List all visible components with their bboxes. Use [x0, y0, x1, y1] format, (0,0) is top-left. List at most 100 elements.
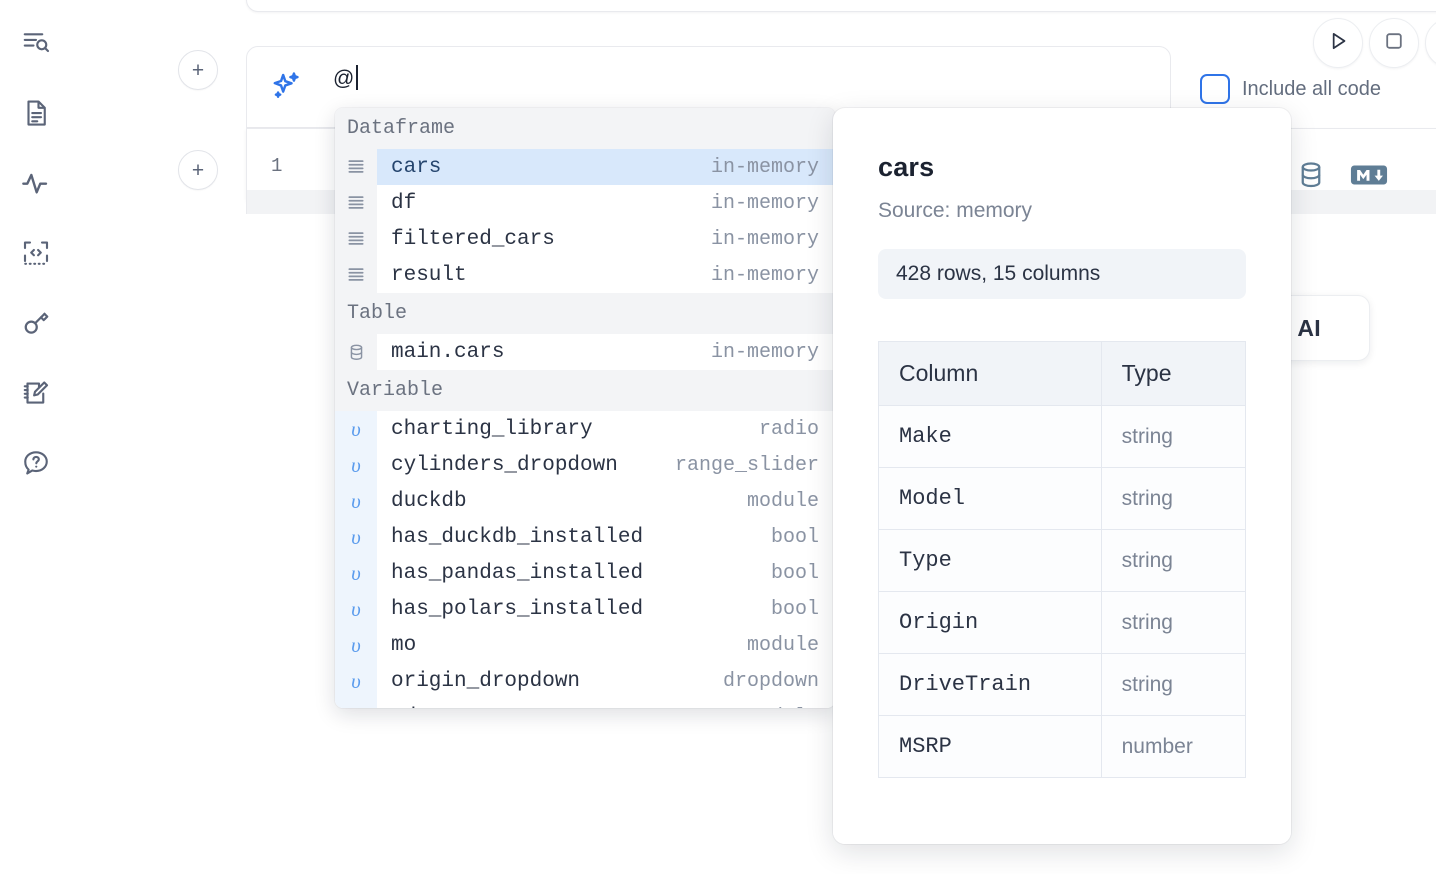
sidebar-item-variables[interactable] — [13, 298, 59, 348]
variable-icon: υ — [335, 519, 377, 555]
sidebar-item-help[interactable] — [13, 438, 59, 488]
autocomplete-item-name: df — [391, 191, 417, 215]
dataframe-info-panel: cars Source: memory 428 rows, 15 columns… — [833, 108, 1291, 844]
plus-icon: + — [191, 158, 205, 182]
autocomplete-item-body: origin_dropdown dropdown — [377, 663, 835, 699]
ai-prompt-input[interactable]: @ — [333, 65, 1156, 109]
include-all-code-toggle[interactable]: Include all code — [1200, 74, 1381, 104]
previous-cell — [246, 0, 1436, 12]
autocomplete-item[interactable]: filtered_cars in-memory — [335, 221, 835, 257]
autocomplete-item-body: filtered_cars in-memory — [377, 221, 835, 257]
more-actions-button[interactable] — [1425, 18, 1436, 68]
schema-column-header: Type — [1100, 341, 1247, 406]
add-cell-button-top[interactable]: + — [178, 50, 218, 90]
variable-icon: υ — [335, 555, 377, 591]
schema-column-type: string — [1100, 467, 1247, 530]
variable-icon: υ — [335, 627, 377, 663]
autocomplete-item-name: has_polars_installed — [391, 597, 644, 621]
autocomplete-item-kind: dropdown — [722, 669, 819, 693]
info-source: Source: memory — [878, 199, 1033, 222]
autocomplete-item-kind: module — [747, 706, 819, 709]
autocomplete-item-kind: in-memory — [710, 227, 819, 251]
autocomplete-item-name: result — [391, 263, 467, 287]
ai-prompt-value: @ — [333, 67, 355, 90]
variable-icon: υ — [335, 483, 377, 519]
code-snippet-icon — [21, 238, 51, 268]
text-caret — [355, 65, 358, 90]
autocomplete-item-name: pd — [391, 706, 416, 709]
variable-icon: υ — [335, 663, 377, 699]
variable-icon: υ — [335, 699, 377, 708]
sidebar-item-snippets[interactable] — [13, 228, 59, 278]
schema-column-type: number — [1100, 715, 1247, 778]
activity-pulse-icon — [20, 167, 52, 199]
autocomplete-item-kind: in-memory — [710, 263, 819, 287]
info-title: cars — [878, 152, 935, 182]
autocomplete-item[interactable]: υ origin_dropdown dropdown — [335, 663, 835, 699]
sidebar-item-file[interactable] — [13, 88, 59, 138]
autocomplete-group-header: Variable — [335, 370, 835, 411]
schema-column-name: MSRP — [878, 715, 1102, 778]
schema-column-type: string — [1100, 405, 1247, 468]
sidebar-item-activity[interactable] — [13, 158, 59, 208]
stop-button[interactable] — [1369, 18, 1419, 68]
autocomplete-item-kind: module — [746, 489, 819, 513]
dataframe-lines-icon — [335, 257, 377, 293]
autocomplete-item-kind: bool — [770, 525, 819, 549]
variable-icon: υ — [335, 591, 377, 627]
markdown-icon[interactable] — [1350, 162, 1388, 193]
schema-column-type: string — [1100, 653, 1247, 716]
autocomplete-item-body: pd module — [377, 699, 835, 709]
schema-column-name: Type — [878, 529, 1102, 592]
add-cell-button-bottom[interactable]: + — [178, 150, 218, 190]
schema-column-header: Column — [878, 341, 1102, 406]
scratchpad-edit-icon — [21, 378, 51, 408]
include-all-code-checkbox[interactable] — [1200, 74, 1230, 104]
autocomplete-item-body: result in-memory — [377, 257, 835, 293]
variables-key-icon — [21, 308, 51, 338]
sidebar-item-outline-search[interactable] — [13, 18, 59, 68]
autocomplete-item-name: cars — [391, 155, 442, 179]
database-icon[interactable] — [1296, 160, 1326, 195]
autocomplete-item-name: filtered_cars — [391, 227, 555, 251]
run-button[interactable] — [1313, 18, 1363, 68]
ai-action-label: AI — [1297, 314, 1321, 341]
autocomplete-item-kind: bool — [770, 561, 819, 585]
dataframe-lines-icon — [335, 149, 377, 185]
schema-column-name: Model — [878, 467, 1102, 530]
autocomplete-item[interactable]: result in-memory — [335, 257, 835, 293]
autocomplete-item[interactable]: υ pd module — [335, 699, 835, 708]
autocomplete-item-name: origin_dropdown — [391, 669, 581, 693]
dataframe-lines-icon — [335, 221, 377, 257]
database-icon — [335, 334, 377, 370]
autocomplete-item-kind: module — [746, 633, 819, 657]
schema-column-name: Make — [878, 405, 1102, 468]
cell-action-icons — [1296, 160, 1388, 195]
sidebar-item-scratchpad[interactable] — [13, 368, 59, 418]
autocomplete-group-header: Dataframe — [335, 108, 835, 149]
